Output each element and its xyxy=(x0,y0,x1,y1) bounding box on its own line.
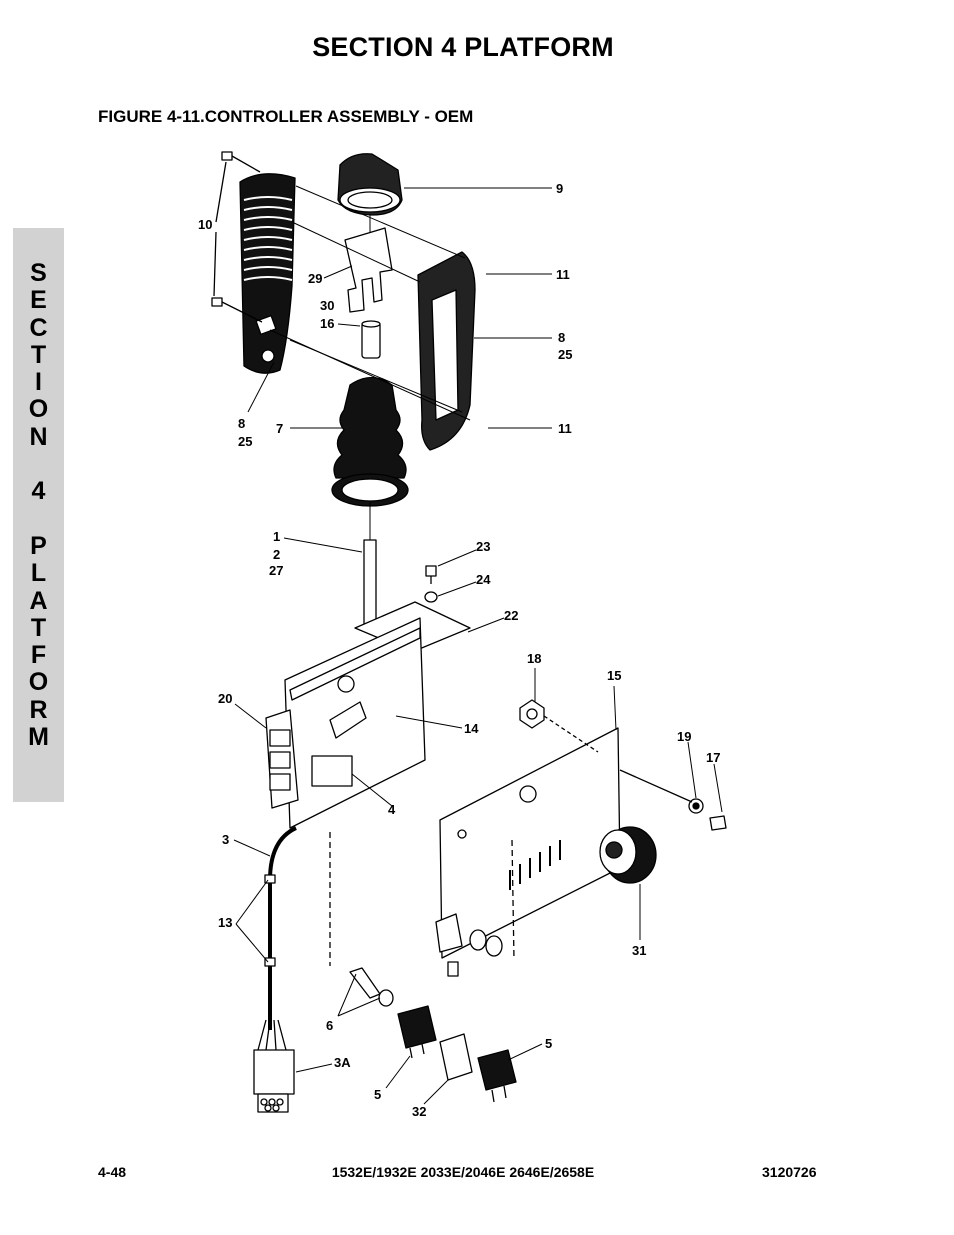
page-number: 4-48 xyxy=(98,1164,127,1180)
callout-25-right: 25 xyxy=(558,347,572,362)
callout-20: 20 xyxy=(218,691,232,706)
callout-22: 22 xyxy=(504,608,518,623)
side-tab-letter: C xyxy=(29,313,48,342)
side-tab-letter: T xyxy=(30,340,47,369)
side-tab-letter: M xyxy=(28,723,49,752)
side-tab-letter: P xyxy=(30,531,47,560)
callout-18: 18 xyxy=(527,651,541,666)
callout-10: 10 xyxy=(198,217,212,232)
callout-13: 13 xyxy=(218,915,232,930)
callout-6: 6 xyxy=(326,1018,333,1033)
callout-23: 23 xyxy=(476,539,490,554)
section-title: SECTION 4 PLATFORM xyxy=(312,32,614,62)
side-tab-letter: S xyxy=(30,259,47,287)
callout-24: 24 xyxy=(476,572,491,587)
side-tab-letter: I xyxy=(35,368,42,397)
callout-17: 17 xyxy=(706,750,720,765)
callout-15: 15 xyxy=(607,668,621,683)
document-number: 3120726 xyxy=(762,1164,817,1180)
callout-8-right: 8 xyxy=(558,330,565,345)
figure-title: FIGURE 4-11.CONTROLLER ASSEMBLY - OEM xyxy=(98,107,474,126)
callout-19: 19 xyxy=(677,729,691,744)
callout-2: 2 xyxy=(273,547,280,562)
callout-25-left: 25 xyxy=(238,434,252,449)
callout-5-right: 5 xyxy=(545,1036,552,1051)
side-tab-letter: F xyxy=(30,641,47,670)
callout-11-bottom: 11 xyxy=(558,421,572,436)
side-tab-letter: A xyxy=(29,586,48,615)
callout-11-top: 11 xyxy=(556,267,570,282)
callout-32: 32 xyxy=(412,1104,426,1119)
callout-29: 29 xyxy=(308,271,322,286)
callout-4: 4 xyxy=(388,802,396,817)
side-tab-letter: T xyxy=(30,613,47,642)
side-tab-letter: E xyxy=(30,286,47,315)
side-tab-letter: R xyxy=(29,695,48,724)
side-tab-letter: L xyxy=(30,559,47,588)
callout-3a: 3A xyxy=(334,1055,351,1070)
side-tab-letter: 4 xyxy=(31,477,46,506)
side-tab-letter: N xyxy=(29,422,48,451)
callout-30: 30 xyxy=(320,298,334,313)
side-tab-letter xyxy=(13,506,64,533)
callout-3: 3 xyxy=(222,832,229,847)
callout-9: 9 xyxy=(556,181,563,196)
callout-27: 27 xyxy=(269,563,283,578)
callout-16: 16 xyxy=(320,316,334,331)
callout-31: 31 xyxy=(632,943,646,958)
callout-8-left: 8 xyxy=(238,416,245,431)
exploded-parts-diagram: 9 10 29 11 30 16 8 25 8 25 7 11 1 2 27 2… xyxy=(198,151,727,1119)
callout-5-left: 5 xyxy=(374,1087,381,1102)
callout-7: 7 xyxy=(276,421,283,436)
side-tab-letter xyxy=(13,451,64,478)
model-numbers: 1532E/1932E 2033E/2046E 2646E/2658E xyxy=(331,1164,595,1180)
callout-1: 1 xyxy=(273,529,280,544)
side-tab-letter: O xyxy=(28,668,49,697)
callout-14: 14 xyxy=(464,721,479,736)
side-tab-letter: O xyxy=(28,395,49,424)
